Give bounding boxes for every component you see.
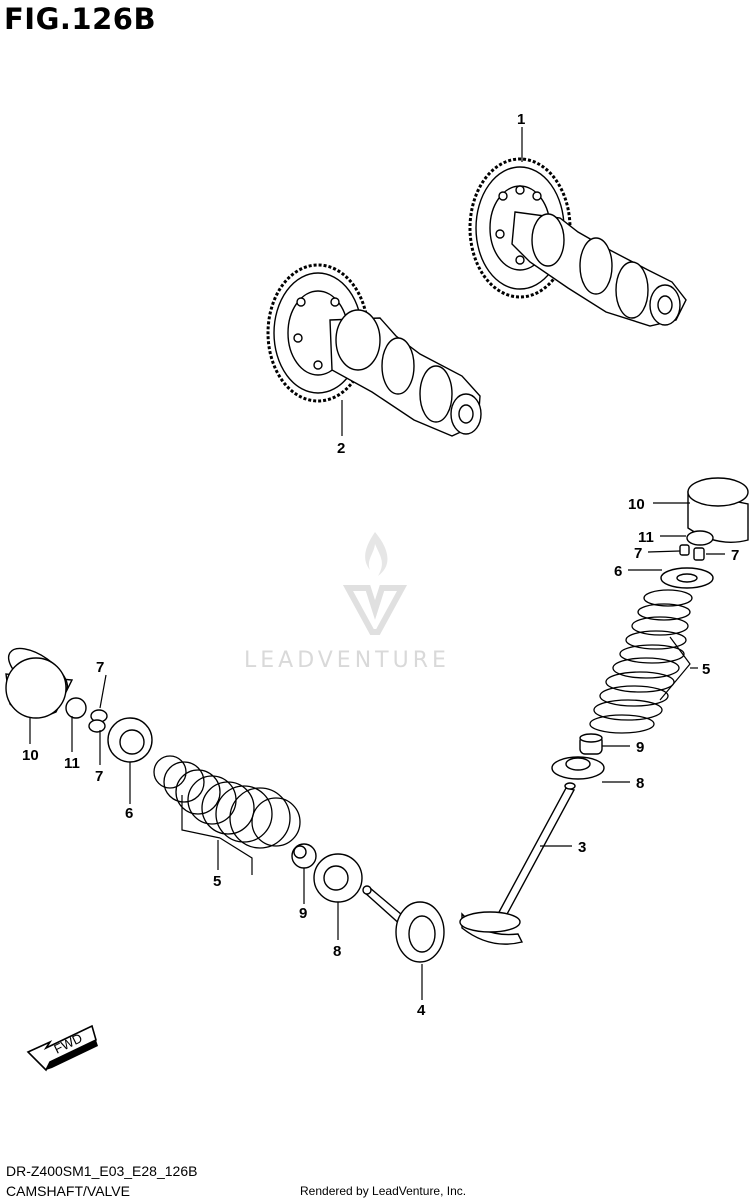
forward-arrow-icon [26,1024,98,1072]
callout-11-left: 11 [64,755,80,772]
exhaust-valve-3 [459,782,576,945]
valve-shim-11-left [65,697,87,719]
callout-9-right: 9 [636,739,644,756]
figure-title: FIG.126B [4,2,157,36]
callout-10-right: 10 [628,496,645,513]
callout-5-left: 5 [213,873,221,890]
spring-retainer-6-left [107,717,153,763]
callout-7-left-a: 7 [96,659,104,676]
callout-4: 4 [417,1002,426,1019]
figure-name: CAMSHAFT/VALVE [6,1183,130,1199]
callout-6-left: 6 [125,805,133,822]
callout-3: 3 [578,839,586,856]
watermark-logo-icon [342,532,408,635]
watermark-text: LEADVENTURE [244,648,450,673]
valve-springs-5-left [153,755,301,849]
callout-10-left: 10 [22,747,39,764]
spring-seat-8-left [313,853,363,903]
spring-retainer-6-right [660,567,714,589]
figure-code: DR-Z400SM1_E03_E28_126B [6,1163,198,1179]
callout-7-right-a: 7 [634,545,642,562]
fwd-badge: FWD [26,1024,98,1072]
callout-5-right: 5 [702,661,710,678]
callout-6-right: 6 [614,563,622,580]
callout-8-left: 8 [333,943,341,960]
callouts: 1 2 10 11 7 7 6 5 9 8 3 7 10 11 7 6 5 9 … [22,111,739,1019]
valve-cotters-7-right [679,544,705,561]
callout-11-right: 11 [638,529,654,546]
render-credit: Rendered by LeadVenture, Inc. [300,1184,467,1198]
intake-valve-4 [362,885,445,963]
callout-2: 2 [337,440,345,457]
valve-cotters-7-left [88,709,108,733]
camshaft-1 [468,157,687,327]
callout-9-left: 9 [299,905,307,922]
camshaft-2 [266,263,482,437]
leader-lines [29,127,725,1000]
valve-tappet-10-right [687,477,749,543]
valve-springs-5-right [589,589,693,734]
callout-1: 1 [517,111,525,128]
spring-seat-8-right [551,756,605,780]
valve-shim-11-right [686,530,714,546]
callout-7-right-b: 7 [731,547,739,564]
valve-stem-seal-9-right [579,733,603,755]
valve-tappet-10-left [5,647,74,719]
callout-7-left-b: 7 [95,768,103,785]
callout-8-right: 8 [636,775,644,792]
valve-stem-seal-9-left [291,843,317,869]
